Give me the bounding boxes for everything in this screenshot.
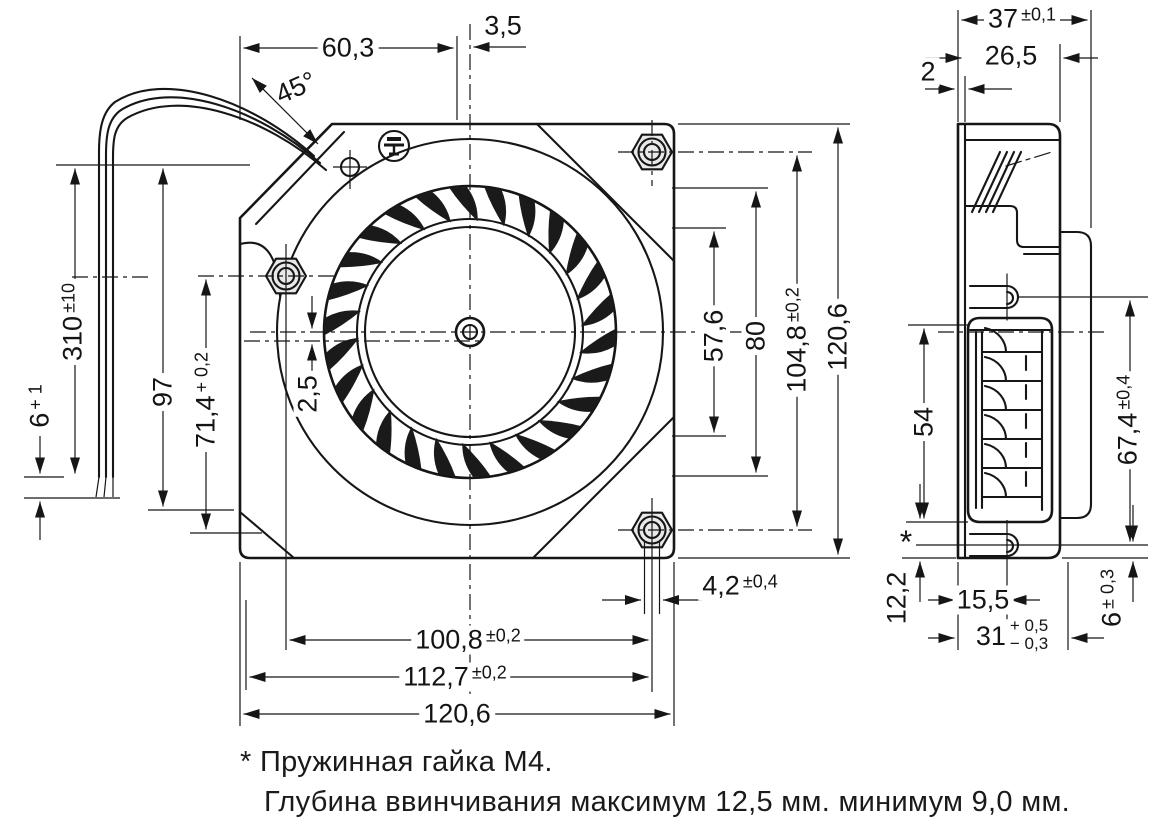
- dim-side-15-5: 15,5: [952, 585, 1014, 615]
- dim-front-cable-length: 310±10: [58, 279, 88, 365]
- outlet-cage: [966, 316, 1054, 524]
- dim-front-center-offset-y: 2,5: [293, 371, 323, 417]
- dim-front-height: 120,6: [823, 299, 853, 375]
- dim-side-flange: 2: [916, 57, 940, 87]
- dim-front-71-4: 71,4+ 0,2: [191, 347, 221, 453]
- dim-front-hole-spacing-v: 104,8±0,2: [782, 283, 812, 397]
- dim-front-57-6: 57,6: [699, 305, 729, 367]
- impeller-blades: [324, 187, 615, 477]
- dim-front-center-offset-x: 3,5: [480, 11, 526, 41]
- dim-front-width: 120,6: [419, 699, 495, 729]
- side-extension-lines: [902, 10, 1148, 650]
- side-housing-outline: [956, 122, 1062, 560]
- corner-web-top-right: [535, 122, 676, 263]
- dim-side-31: 31+ 0,5− 0,3: [971, 617, 1053, 657]
- dim-front-wire-strip: 6+ 1: [25, 380, 55, 432]
- cable-gland-hatch: [970, 150, 1053, 214]
- dim-front-112-7: 112,7±0,2: [399, 662, 511, 692]
- side-view: [902, 10, 1148, 650]
- dim-side-67-4: 67,4±0,4: [1113, 370, 1143, 470]
- dim-front-97: 97: [148, 372, 178, 412]
- side-blade-profiles: [981, 326, 1043, 499]
- spring-nut-asterisk: *: [899, 524, 913, 560]
- wire-bare-ends: [95, 476, 114, 498]
- dim-side-depth-total: 37±0,1: [984, 4, 1060, 34]
- earth-ground-icon: [377, 129, 411, 163]
- front-extension-lines: [24, 36, 850, 726]
- dim-side-12-2: 12,2: [882, 567, 912, 629]
- dim-side-6: 6± 0,3: [1097, 565, 1127, 631]
- pilot-hole: [333, 150, 367, 189]
- dim-side-outlet-height: 54: [909, 402, 939, 442]
- dim-front-half-width: 60,3: [317, 33, 379, 63]
- footnote-line-2: Глубина ввинчивания максимум 12,5 мм. ми…: [264, 786, 1071, 818]
- screw-boss-top: [968, 273, 1019, 321]
- dim-front-80: 80: [741, 316, 771, 356]
- motor-bump: [1058, 230, 1093, 520]
- corner-web-bottom-right: [531, 415, 676, 560]
- dim-front-hole-dia: 4,2±0,4: [698, 571, 782, 601]
- corner-cut-inner-edge: [254, 130, 346, 226]
- corner-web-bottom-left: [238, 510, 296, 560]
- dim-side-depth-body: 26,5: [980, 41, 1042, 71]
- inner-step: [963, 204, 1062, 256]
- footnote-line-1: * Пружинная гайка М4.: [240, 746, 553, 778]
- housing-outline: [238, 122, 676, 560]
- dim-front-hole-spacing-h: 100,8±0,2: [411, 625, 525, 655]
